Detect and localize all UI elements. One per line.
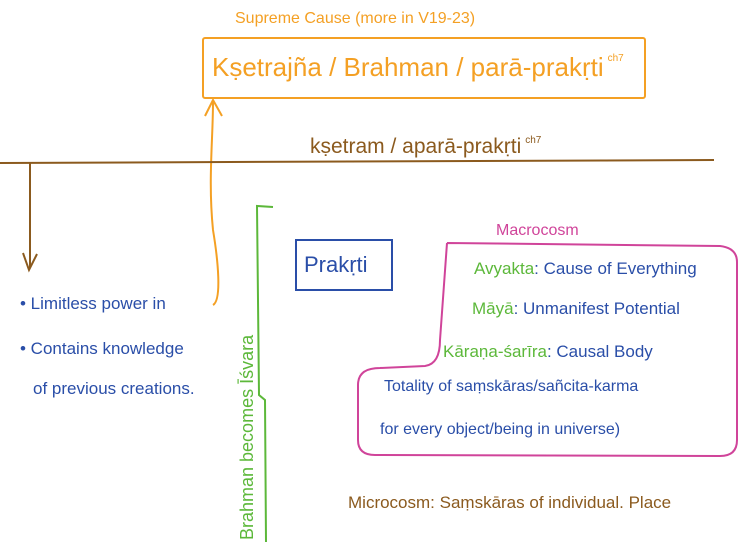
term: Kāraṇa-śarīra [443,342,547,361]
prakrti-label: Prakṛti [304,252,368,277]
definition: : Unmanifest Potential [513,299,680,318]
term: Māyā [472,299,514,318]
macrocosm-row: Kāraṇa-śarīra: Causal Body [443,343,653,360]
macrocosm-row: Māyā: Unmanifest Potential [472,300,680,317]
definition: : Cause of Everything [534,259,697,278]
macrocosm-title: Macrocosm [496,222,579,239]
supreme-cause-label: Supreme Cause (more in V19-23) [235,10,476,27]
definition: : Causal Body [546,342,653,361]
chapter-ref: ch7 [607,53,624,64]
microcosm-label: Microcosm: Saṃskāras of individual. Plac… [348,493,672,512]
note-line: • Contains knowledge [20,339,184,358]
supreme-cause-box [202,37,646,99]
prakrti-box [295,239,393,291]
kshetram-text: kṣetram / aparā-prakṛti [310,135,522,158]
macrocosm-row: Avyakta: Cause of Everything [474,260,697,277]
kshetram-line [0,159,715,164]
supreme-cause-title-text: Kṣetrajña / Brahman / parā-prakṛti [212,52,604,82]
term: Avyakta [474,259,535,278]
orange-arrow-line [209,101,220,306]
macrocosm-note: for every object/being in universe) [380,421,621,438]
bracket-label: Brahman becomes Īśvara [237,334,257,540]
chapter-ref: ch7 [525,135,542,146]
macrocosm-outline [357,242,738,458]
green-bracket [255,204,274,542]
note-line: of previous creations. [33,379,195,398]
orange-arrow-head [204,97,223,117]
note-line: • Limitless power in [20,294,166,313]
brown-arrow-head [22,252,38,273]
macrocosm-note: Totality of saṃskāras/sañcita-karma [384,378,639,395]
